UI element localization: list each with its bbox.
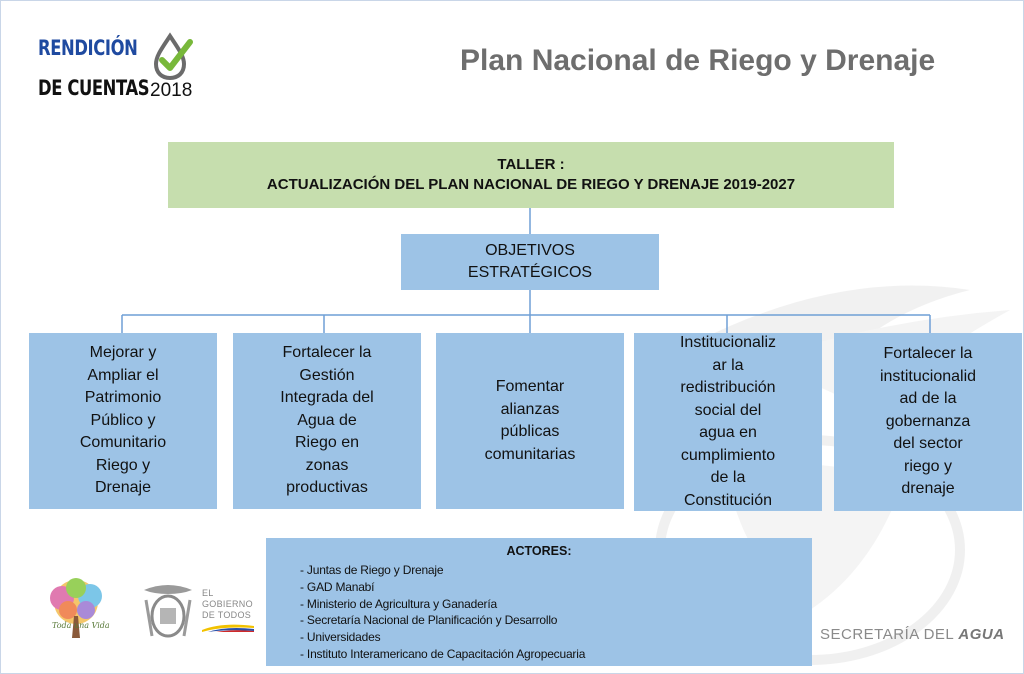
ecuador-coat-of-arms-icon: [144, 585, 192, 638]
objective-2-line: Fortalecer la: [282, 344, 372, 362]
objective-4-line: ar la: [712, 356, 744, 374]
objective-1-line: Ampliar el: [87, 366, 159, 384]
objective-3-line: Fomentar: [495, 378, 565, 395]
objective-box-2: Fortalecer la Gestión Integrada del Agua…: [233, 333, 421, 509]
objective-5-line: institucionalid: [879, 367, 977, 385]
gobierno-line3: DE TODOS: [202, 610, 252, 620]
objective-1-line: Comunitario: [79, 434, 167, 452]
objective-3-line: públicas: [500, 423, 560, 440]
actor-item: - GAD Manabí: [300, 579, 375, 594]
taller-box: TALLER : ACTUALIZACIÓN DEL PLAN NACIONAL…: [168, 142, 894, 208]
logo-line2: DE CUENTAS: [38, 76, 150, 100]
objective-3-line: comunitarias: [484, 445, 576, 463]
objective-box-1: Mejorar y Ampliar el Patrimonio Público …: [29, 333, 217, 509]
objective-box-4: Institucionaliz ar la redistribución soc…: [634, 333, 822, 511]
tricolor-stripe-icon: [202, 624, 254, 632]
objetivos-line2: ESTRATÉGICOS: [467, 264, 593, 281]
objective-2-line: Gestión: [299, 366, 355, 384]
logo-year: 2018: [150, 80, 193, 101]
objective-1-line: Drenaje: [94, 479, 151, 497]
objective-4-line: agua en: [699, 424, 757, 441]
tree-logo-text: Toda una Vida: [52, 621, 110, 630]
actor-item: - Ministerio de Agricultura y Ganadería: [300, 596, 497, 611]
rendicion-cuentas-logo: RENDICIÓN DE CUENTAS 2018: [36, 30, 206, 110]
taller-line1: TALLER :: [497, 156, 565, 173]
logo-line1: RENDICIÓN: [38, 36, 138, 60]
actores-box: ACTORES: - Juntas de Riego y Drenaje - G…: [266, 538, 812, 666]
objective-2-line: Integrada del: [280, 389, 374, 407]
objetivos-line1: OBJETIVOS: [485, 242, 575, 259]
objective-5-line: ad de la: [899, 390, 957, 408]
objective-4-line: social del: [694, 401, 762, 419]
objective-1-line: Patrimonio: [84, 389, 162, 407]
objective-4-line: redistribución: [680, 379, 776, 396]
objetivos-box: OBJETIVOS ESTRATÉGICOS: [401, 234, 659, 290]
objective-5-line: drenaje: [901, 480, 955, 498]
actor-item: - Instituto Interamericano de Capacitaci…: [300, 646, 586, 661]
gobierno-line2: GOBIERNO: [202, 599, 253, 609]
objective-2-line: Riego en: [294, 434, 360, 452]
objective-4-line: de la: [710, 469, 746, 486]
objective-1-line: Riego y: [95, 456, 151, 474]
actor-item: - Secretaría Nacional de Planificación y…: [300, 613, 558, 628]
toda-una-vida-tree-icon: Toda una Vida: [50, 578, 110, 638]
objective-2-line: zonas: [305, 456, 349, 474]
objective-1-line: Público y: [90, 411, 156, 429]
objective-box-3: Fomentar alianzas públicas comunitarias: [436, 333, 624, 509]
objective-4-line: cumplimiento: [680, 446, 776, 464]
objective-5-line: del sector: [893, 435, 963, 453]
secretaria-agua-text: AGUA: [958, 626, 1005, 643]
objective-2-line: Agua de: [297, 411, 357, 429]
gobierno-line1: EL: [202, 588, 214, 598]
actores-list: - Juntas de Riego y Drenaje - GAD Manabí…: [300, 562, 812, 663]
page-title: Plan Nacional de Riego y Drenaje: [460, 44, 936, 77]
actor-item: - Universidades: [300, 630, 381, 645]
objective-5-line: Fortalecer la: [883, 345, 973, 363]
secretaria-del-agua-logo: SECRETARÍA DEL AGUA: [820, 626, 1005, 643]
actor-item: - Juntas de Riego y Drenaje: [300, 563, 444, 577]
gobierno-logo: EL GOBIERNO DE TODOS: [202, 588, 254, 632]
objective-2-line: productivas: [286, 479, 368, 497]
objective-1-line: Mejorar y: [89, 344, 157, 362]
objective-5-line: riego y: [903, 457, 953, 475]
objective-4-line: Constitución: [683, 491, 773, 509]
objective-4-line: Institucionaliz: [679, 334, 777, 351]
objective-5-line: gobernanza: [885, 412, 971, 430]
objective-box-5: Fortalecer la institucionalid ad de la g…: [834, 333, 1022, 511]
taller-line2: ACTUALIZACIÓN DEL PLAN NACIONAL DE RIEGO…: [266, 176, 796, 193]
drop-check-icon: [153, 32, 193, 80]
secretaria-text: SECRETARÍA DEL: [820, 626, 954, 643]
actores-heading: ACTORES:: [506, 544, 572, 558]
objective-3-line: alianzas: [500, 400, 560, 418]
